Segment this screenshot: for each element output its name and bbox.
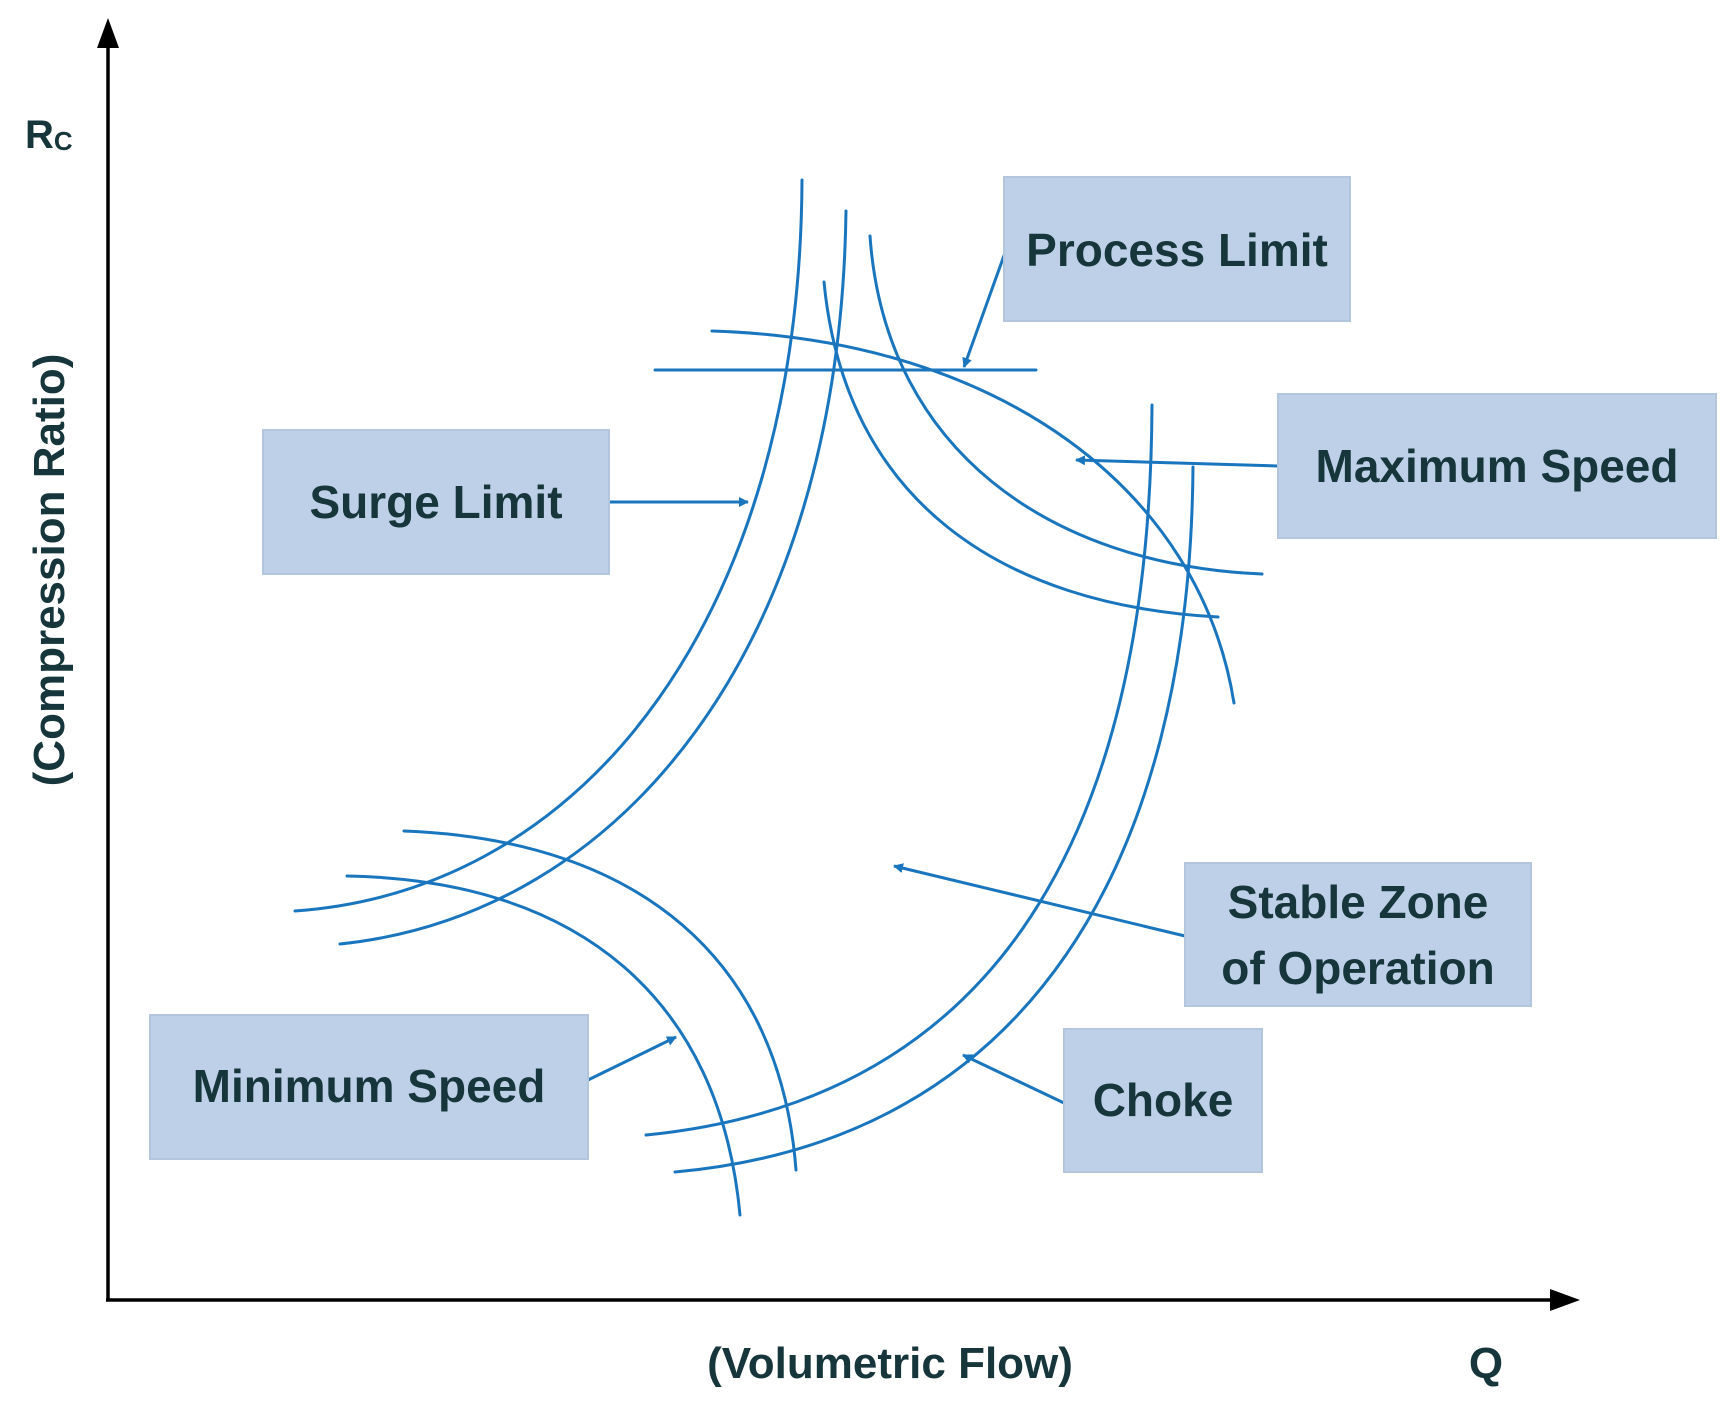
x-axis-arrowhead	[1550, 1289, 1580, 1311]
surge-limit-curve-outer	[293, 178, 804, 913]
maximum-speed-label: Maximum Speed	[1316, 440, 1679, 492]
minimum-speed-label: Minimum Speed	[193, 1060, 546, 1112]
minimum-speed-arrow	[587, 1035, 677, 1082]
maximum-speed-curve-inner	[868, 234, 1264, 576]
minimum-speed-callout: Minimum Speed	[149, 1014, 589, 1160]
stable-zone-callout: Stable Zone of Operation	[1184, 862, 1532, 1007]
minimum-speed-box	[149, 1014, 589, 1160]
stable-zone-box	[1184, 862, 1532, 1007]
surge-limit-box	[262, 429, 610, 575]
minimum-speed-curve-outer	[402, 829, 798, 1172]
maximum-speed-curve-outer	[710, 329, 1236, 705]
stable-zone-label-line1: Stable Zone	[1228, 876, 1489, 928]
stable-zone-label-line2: of Operation	[1221, 942, 1494, 994]
y-axis-symbol: RC	[25, 113, 73, 157]
maximum-speed-box	[1277, 393, 1717, 539]
curves	[293, 178, 1264, 1217]
x-axis-symbol: Q	[1469, 1339, 1503, 1388]
process-limit-label: Process Limit	[1026, 224, 1328, 276]
surge-limit-label: Surge Limit	[309, 476, 562, 528]
surge-limit-callout: Surge Limit	[262, 429, 610, 575]
choke-arrow	[962, 1053, 1065, 1105]
process-limit-callout: Process Limit	[1003, 176, 1351, 322]
choke-box	[1063, 1028, 1263, 1173]
surge-limit-curve-inner	[338, 209, 848, 946]
y-axis-label: (Compression Ratio)	[25, 354, 74, 787]
choke-label: Choke	[1093, 1074, 1234, 1126]
choke-callout: Choke	[1063, 1028, 1263, 1173]
y-axis-symbol-main: R	[25, 113, 54, 157]
minimum-speed-curve-inner	[345, 874, 742, 1217]
x-axis-label: (Volumetric Flow)	[707, 1339, 1073, 1388]
stable-zone-arrow	[893, 863, 1186, 938]
y-axis-arrowhead	[97, 18, 119, 48]
maximum-speed-curve-low	[822, 280, 1220, 619]
process-limit-box	[1003, 176, 1351, 322]
maximum-speed-arrow	[1075, 455, 1279, 468]
choke-curve-inner	[673, 465, 1195, 1174]
y-axis-symbol-subscript: C	[54, 126, 73, 156]
axes	[97, 18, 1580, 1311]
arrows	[587, 249, 1279, 1105]
maximum-speed-callout: Maximum Speed	[1277, 393, 1717, 539]
process-limit-arrow	[962, 249, 1008, 368]
choke-curve-outer	[644, 403, 1154, 1137]
